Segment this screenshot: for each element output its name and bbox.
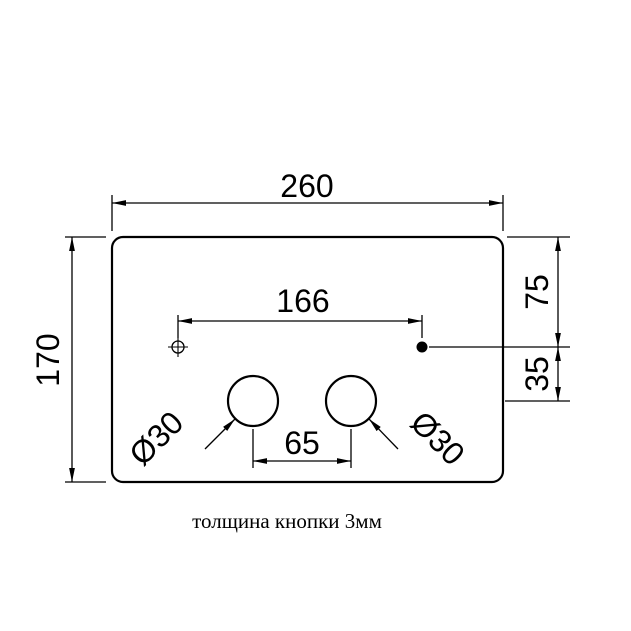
leader-line (368, 418, 399, 450)
mounting-hole-left (168, 338, 188, 357)
hole-circle-filled (416, 341, 428, 353)
mounting-hole-right (416, 341, 428, 353)
plate-outline (110, 235, 505, 484)
dim-hole-spacing: 166 (177, 283, 423, 338)
dim-label-button-spacing: 65 (284, 425, 320, 461)
dim-label-plate-width: 260 (280, 168, 333, 204)
dim-label-hole-to-button: 35 (519, 356, 555, 392)
dim-right-side: 75 35 (429, 236, 570, 402)
button-circle-left (226, 374, 280, 428)
dim-plate-width: 260 (111, 168, 504, 231)
dim-plate-height: 170 (30, 236, 106, 483)
dim-label-hole-spacing: 166 (276, 283, 329, 319)
leader-line (204, 418, 236, 450)
dim-label-top-to-hole: 75 (519, 274, 555, 310)
drawing-caption: толщина кнопки 3мм (192, 509, 382, 533)
dim-button-spacing: 65 (252, 425, 352, 468)
dim-label-right-diameter: Ø30 (404, 404, 472, 472)
dim-label-plate-height: 170 (30, 333, 66, 386)
dim-label-left-diameter: Ø30 (122, 404, 190, 472)
button-circle-right (324, 374, 378, 428)
dim-right-button-diameter: Ø30 (368, 404, 472, 472)
dim-left-button-diameter: Ø30 (122, 404, 236, 472)
